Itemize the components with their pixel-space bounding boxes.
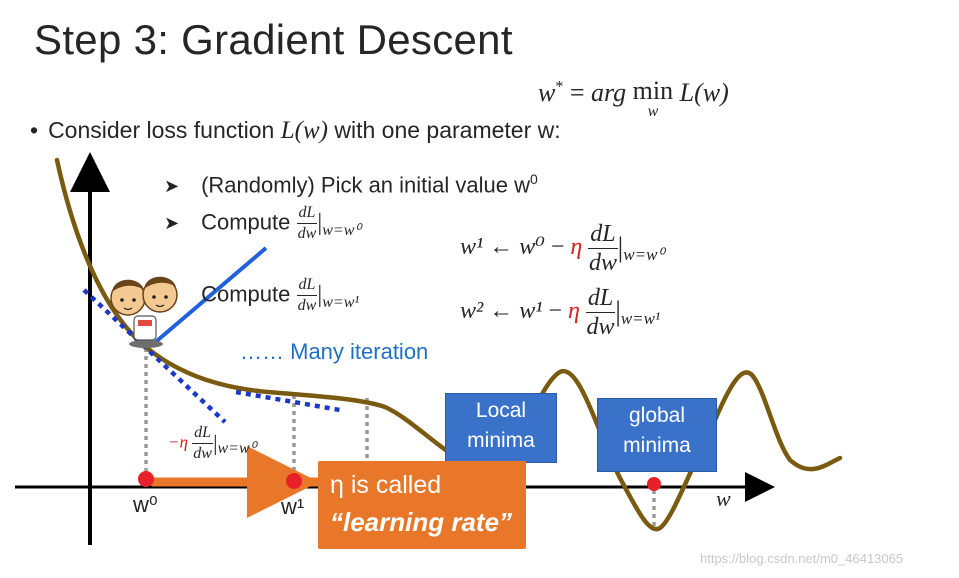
step1-text: (Randomly) Pick an initial value w — [201, 172, 530, 198]
step3-num: dL — [296, 277, 318, 296]
bullet-pre: Consider loss function — [48, 117, 281, 143]
step3-sub: w=w¹ — [322, 293, 360, 311]
step1-sup: 0 — [530, 171, 538, 187]
update1-w: w⁰ — [519, 234, 545, 261]
point-w1 — [286, 473, 302, 489]
local-minima-line2: minima — [467, 429, 535, 452]
step-annot-num: dL — [192, 425, 214, 444]
bullet-func: L(w) — [280, 117, 328, 144]
learning-rate-line2: “learning rate” — [330, 507, 513, 537]
step2-den: dw — [297, 225, 317, 242]
loss-curve — [54, 157, 843, 532]
objective-min: min w — [633, 78, 673, 120]
global-minima-line1: global — [628, 404, 686, 427]
local-minima-box: Local minima — [445, 393, 557, 463]
objective-eq: = — [569, 78, 585, 107]
objective-w: w — [538, 78, 556, 107]
update1-arrow: ← — [489, 234, 514, 261]
objective-formula: w* = arg min w L(w) — [538, 78, 729, 120]
axis-label-w1: w¹ — [281, 494, 305, 519]
step-annot-bar: | — [213, 430, 218, 456]
update1-sub: w=w⁰ — [623, 244, 665, 264]
objective-arg: arg — [591, 78, 627, 107]
step2-word: Compute — [201, 209, 291, 235]
point-w0 — [138, 471, 154, 487]
update1-minus: − — [550, 234, 565, 261]
bullet-post: with one parameter w: — [327, 117, 561, 143]
update1-num: dL — [588, 221, 618, 249]
update1-den: dw — [588, 250, 617, 276]
update2-bar: | — [615, 296, 621, 328]
update2-sub: w=w¹ — [620, 308, 661, 328]
objective-min-sub: w — [647, 103, 659, 120]
local-minima-line1: Local — [475, 399, 527, 422]
update2-arrow: ← — [489, 298, 514, 325]
update2-num: dL — [585, 285, 616, 313]
axis-label-w: w — [716, 486, 731, 511]
watermark: https://blog.csdn.net/m0_46413065 — [700, 551, 904, 566]
tangent-dotted-flat — [235, 389, 341, 413]
update2-eta: η — [567, 298, 580, 325]
update1-bar: | — [617, 232, 624, 264]
bullet-loss-function: •Consider loss function L(w) with one pa… — [30, 117, 561, 144]
objective-min-word: min — [632, 76, 674, 105]
objective-rhs: L(w) — [679, 78, 729, 107]
axis-label-w0: w⁰ — [133, 492, 158, 517]
learning-rate-box: η is called “learning rate” — [318, 461, 526, 549]
step3-bar: | — [317, 282, 323, 308]
step3-word: Compute — [201, 281, 291, 307]
step-annot-sub: w=w⁰ — [217, 440, 257, 457]
update2-lhs: w² — [460, 298, 484, 325]
global-minima-box: global minima — [597, 398, 717, 472]
step3-den: dw — [297, 297, 317, 314]
step2-num: dL — [296, 205, 318, 224]
update1-eta: η — [570, 234, 583, 261]
point-global-min — [647, 477, 661, 491]
global-minima-line2: minima — [623, 434, 691, 457]
step-annot-den: dw — [193, 445, 212, 462]
step-annot-prefix: −η — [168, 432, 188, 452]
page-title: Step 3: Gradient Descent — [34, 16, 513, 63]
update2-den: dw — [586, 314, 615, 340]
learning-rate-line1: η is called — [330, 471, 442, 499]
step2-sub: w=w⁰ — [322, 221, 361, 239]
character-icon — [110, 276, 178, 348]
many-iteration-label: …… Many iteration — [240, 339, 429, 364]
step-pick-initial: ➤(Randomly) Pick an initial value w0 — [164, 171, 538, 198]
update1-lhs: w¹ — [460, 234, 484, 261]
tangent-solid — [150, 246, 268, 347]
objective-star: * — [555, 78, 564, 96]
update2-w: w¹ — [519, 298, 543, 325]
update2-minus: − — [548, 298, 562, 325]
tangent-dotted-steep — [82, 288, 227, 424]
step2-bar: | — [317, 210, 323, 236]
